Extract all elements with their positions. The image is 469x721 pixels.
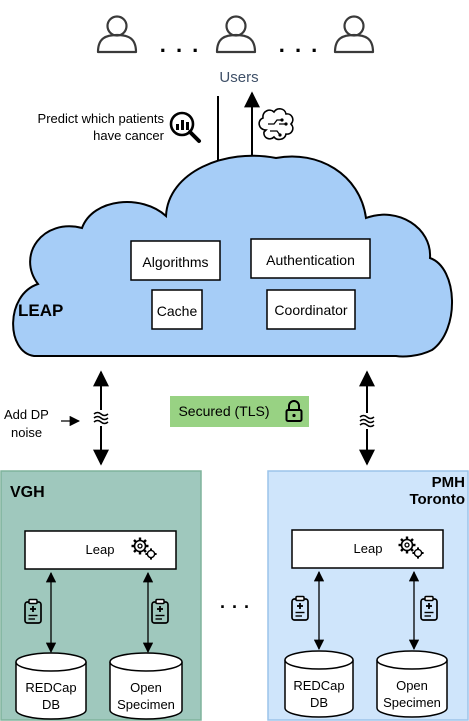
site-pmh-name-line2: Toronto bbox=[409, 491, 465, 508]
site-vgh-open-specimen-db: Open Specimen bbox=[109, 652, 183, 720]
query-text-line1: Predict which patients bbox=[38, 111, 165, 126]
site-vgh-db1-line1: REDCap bbox=[25, 680, 76, 695]
leap-cloud bbox=[12, 154, 453, 358]
leap-cloud-label: LEAP bbox=[18, 301, 63, 320]
sites-ellipsis: . . . bbox=[220, 592, 250, 612]
module-cache: Cache bbox=[151, 289, 203, 330]
module-coordinator-label: Coordinator bbox=[274, 302, 347, 318]
dp-noise-label-line2: noise bbox=[11, 425, 42, 440]
module-coordinator: Coordinator bbox=[266, 289, 356, 330]
users-ellipsis: . . . bbox=[160, 32, 201, 57]
module-cache-label: Cache bbox=[157, 303, 198, 319]
site-pmh-toronto: PMH Toronto Leap REDCap DB Open Specimen bbox=[267, 470, 469, 721]
site-vgh-leap-label: Leap bbox=[86, 542, 115, 557]
site-pmh-db2-line2: Specimen bbox=[383, 695, 441, 710]
dp-noise-label-line1: Add DP bbox=[4, 407, 49, 422]
users-ellipsis: . . . bbox=[279, 32, 320, 57]
search-chart-icon bbox=[169, 111, 201, 143]
site-pmh-name-line1: PMH bbox=[432, 474, 465, 491]
users-label: Users bbox=[219, 69, 258, 86]
module-authentication: Authentication bbox=[250, 238, 371, 279]
query-text-line2: have cancer bbox=[93, 128, 164, 143]
site-pmh-leap-label: Leap bbox=[354, 541, 383, 556]
site-vgh-db2-line1: Open bbox=[130, 680, 162, 695]
module-algorithms: Algorithms bbox=[130, 240, 221, 281]
site-pmh-redcap-db: REDCap DB bbox=[284, 650, 354, 718]
user-icon bbox=[215, 15, 257, 54]
tls-badge: Secured (TLS) bbox=[170, 396, 309, 427]
module-algorithms-label: Algorithms bbox=[142, 254, 208, 270]
site-pmh-db1-line2: DB bbox=[310, 695, 328, 710]
site-vgh-redcap-db: REDCap DB bbox=[15, 652, 87, 720]
user-icon bbox=[333, 15, 375, 54]
site-vgh-name: VGH bbox=[10, 484, 45, 501]
site-vgh-leap-node: Leap bbox=[24, 530, 177, 570]
lock-icon bbox=[285, 400, 303, 422]
site-pmh-db1-line1: REDCap bbox=[293, 678, 344, 693]
user-icon bbox=[96, 15, 138, 54]
site-vgh-db1-line2: DB bbox=[42, 697, 60, 712]
site-pmh-open-specimen-db: Open Specimen bbox=[376, 650, 448, 718]
site-pmh-db2-line1: Open bbox=[396, 678, 428, 693]
tls-label: Secured (TLS) bbox=[178, 403, 269, 419]
site-pmh-leap-node: Leap bbox=[291, 529, 444, 569]
site-vgh: VGH Leap REDCap DB Open Specimen bbox=[0, 470, 202, 721]
module-authentication-label: Authentication bbox=[266, 252, 355, 268]
ai-brain-icon bbox=[258, 108, 294, 141]
site-vgh-db2-line2: Specimen bbox=[117, 697, 175, 712]
